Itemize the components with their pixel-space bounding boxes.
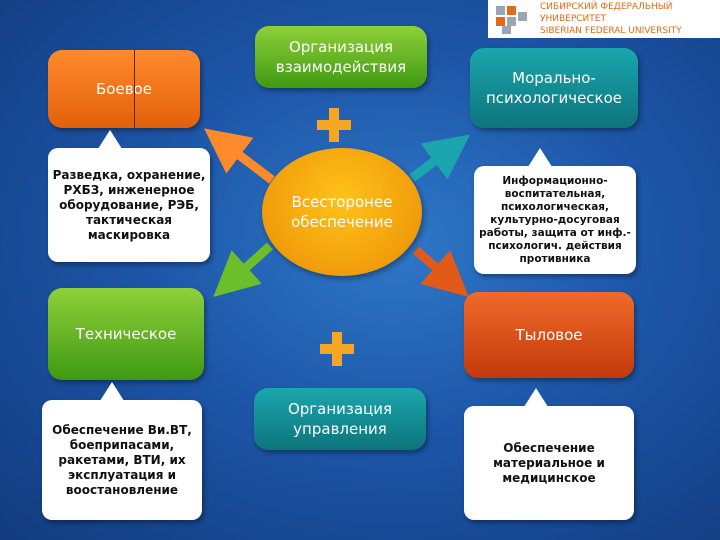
arrow-to-technical bbox=[213, 242, 274, 298]
note-technical-tail bbox=[98, 382, 126, 404]
node-rear-label: Тыловое bbox=[515, 326, 583, 344]
node-technical: Техническое bbox=[48, 288, 204, 380]
note-boevoe-tail bbox=[96, 130, 124, 152]
logo-text: СИБИРСКИЙ ФЕДЕРАЛЬНЫЙ УНИВЕРСИТЕТ SIBERI… bbox=[540, 1, 720, 37]
plus-icon-top bbox=[317, 108, 351, 142]
note-technical: Обеспечение Ви.ВТ, боеприпасами, ракетам… bbox=[42, 382, 202, 520]
logo-line2: SIBERIAN FEDERAL UNIVERSITY bbox=[540, 26, 682, 36]
node-center: Всесторонее обеспечение bbox=[262, 148, 422, 276]
note-boevoe: Разведка, охранение, РХБЗ, инженерное об… bbox=[48, 130, 210, 262]
node-management: Организация управления bbox=[254, 388, 426, 450]
note-boevoe-text: Разведка, охранение, РХБЗ, инженерное об… bbox=[52, 167, 206, 242]
node-management-label: Организация управления bbox=[287, 400, 393, 438]
note-moral: Информационно-воспитательная, психологич… bbox=[474, 148, 636, 274]
node-center-label: Всесторонее обеспечение bbox=[291, 193, 393, 231]
node-moral-label: Морально-психологическое bbox=[485, 69, 623, 107]
divider-line bbox=[134, 50, 135, 128]
note-rear-text: Обеспечение материальное и медицинское bbox=[493, 440, 605, 485]
note-rear: Обеспечение материальное и медицинское bbox=[464, 388, 634, 520]
node-boevoe-label: Боевое bbox=[96, 80, 152, 98]
university-logo: СИБИРСКИЙ ФЕДЕРАЛЬНЫЙ УНИВЕРСИТЕТ SIBERI… bbox=[488, 0, 720, 38]
node-boevoe: Боевое bbox=[48, 50, 200, 128]
arrow-to-rear bbox=[413, 246, 469, 297]
arrow-to-moral bbox=[409, 134, 470, 182]
logo-emblem-icon bbox=[492, 2, 532, 36]
note-rear-tail bbox=[522, 388, 550, 410]
arrow-to-boevoe bbox=[204, 128, 275, 184]
node-interaction-label: Организация взаимодействия bbox=[275, 38, 407, 76]
note-moral-tail bbox=[526, 148, 554, 170]
note-technical-text: Обеспечение Ви.ВТ, боеприпасами, ракетам… bbox=[52, 422, 192, 497]
node-technical-label: Техническое bbox=[75, 325, 177, 343]
node-interaction: Организация взаимодействия bbox=[255, 26, 427, 88]
node-moral: Морально-психологическое bbox=[470, 48, 638, 128]
logo-line1: СИБИРСКИЙ ФЕДЕРАЛЬНЫЙ УНИВЕРСИТЕТ bbox=[540, 2, 673, 24]
note-moral-text: Информационно-воспитательная, психологич… bbox=[479, 174, 631, 265]
node-rear: Тыловое bbox=[464, 292, 634, 378]
plus-icon-bottom bbox=[320, 332, 354, 366]
